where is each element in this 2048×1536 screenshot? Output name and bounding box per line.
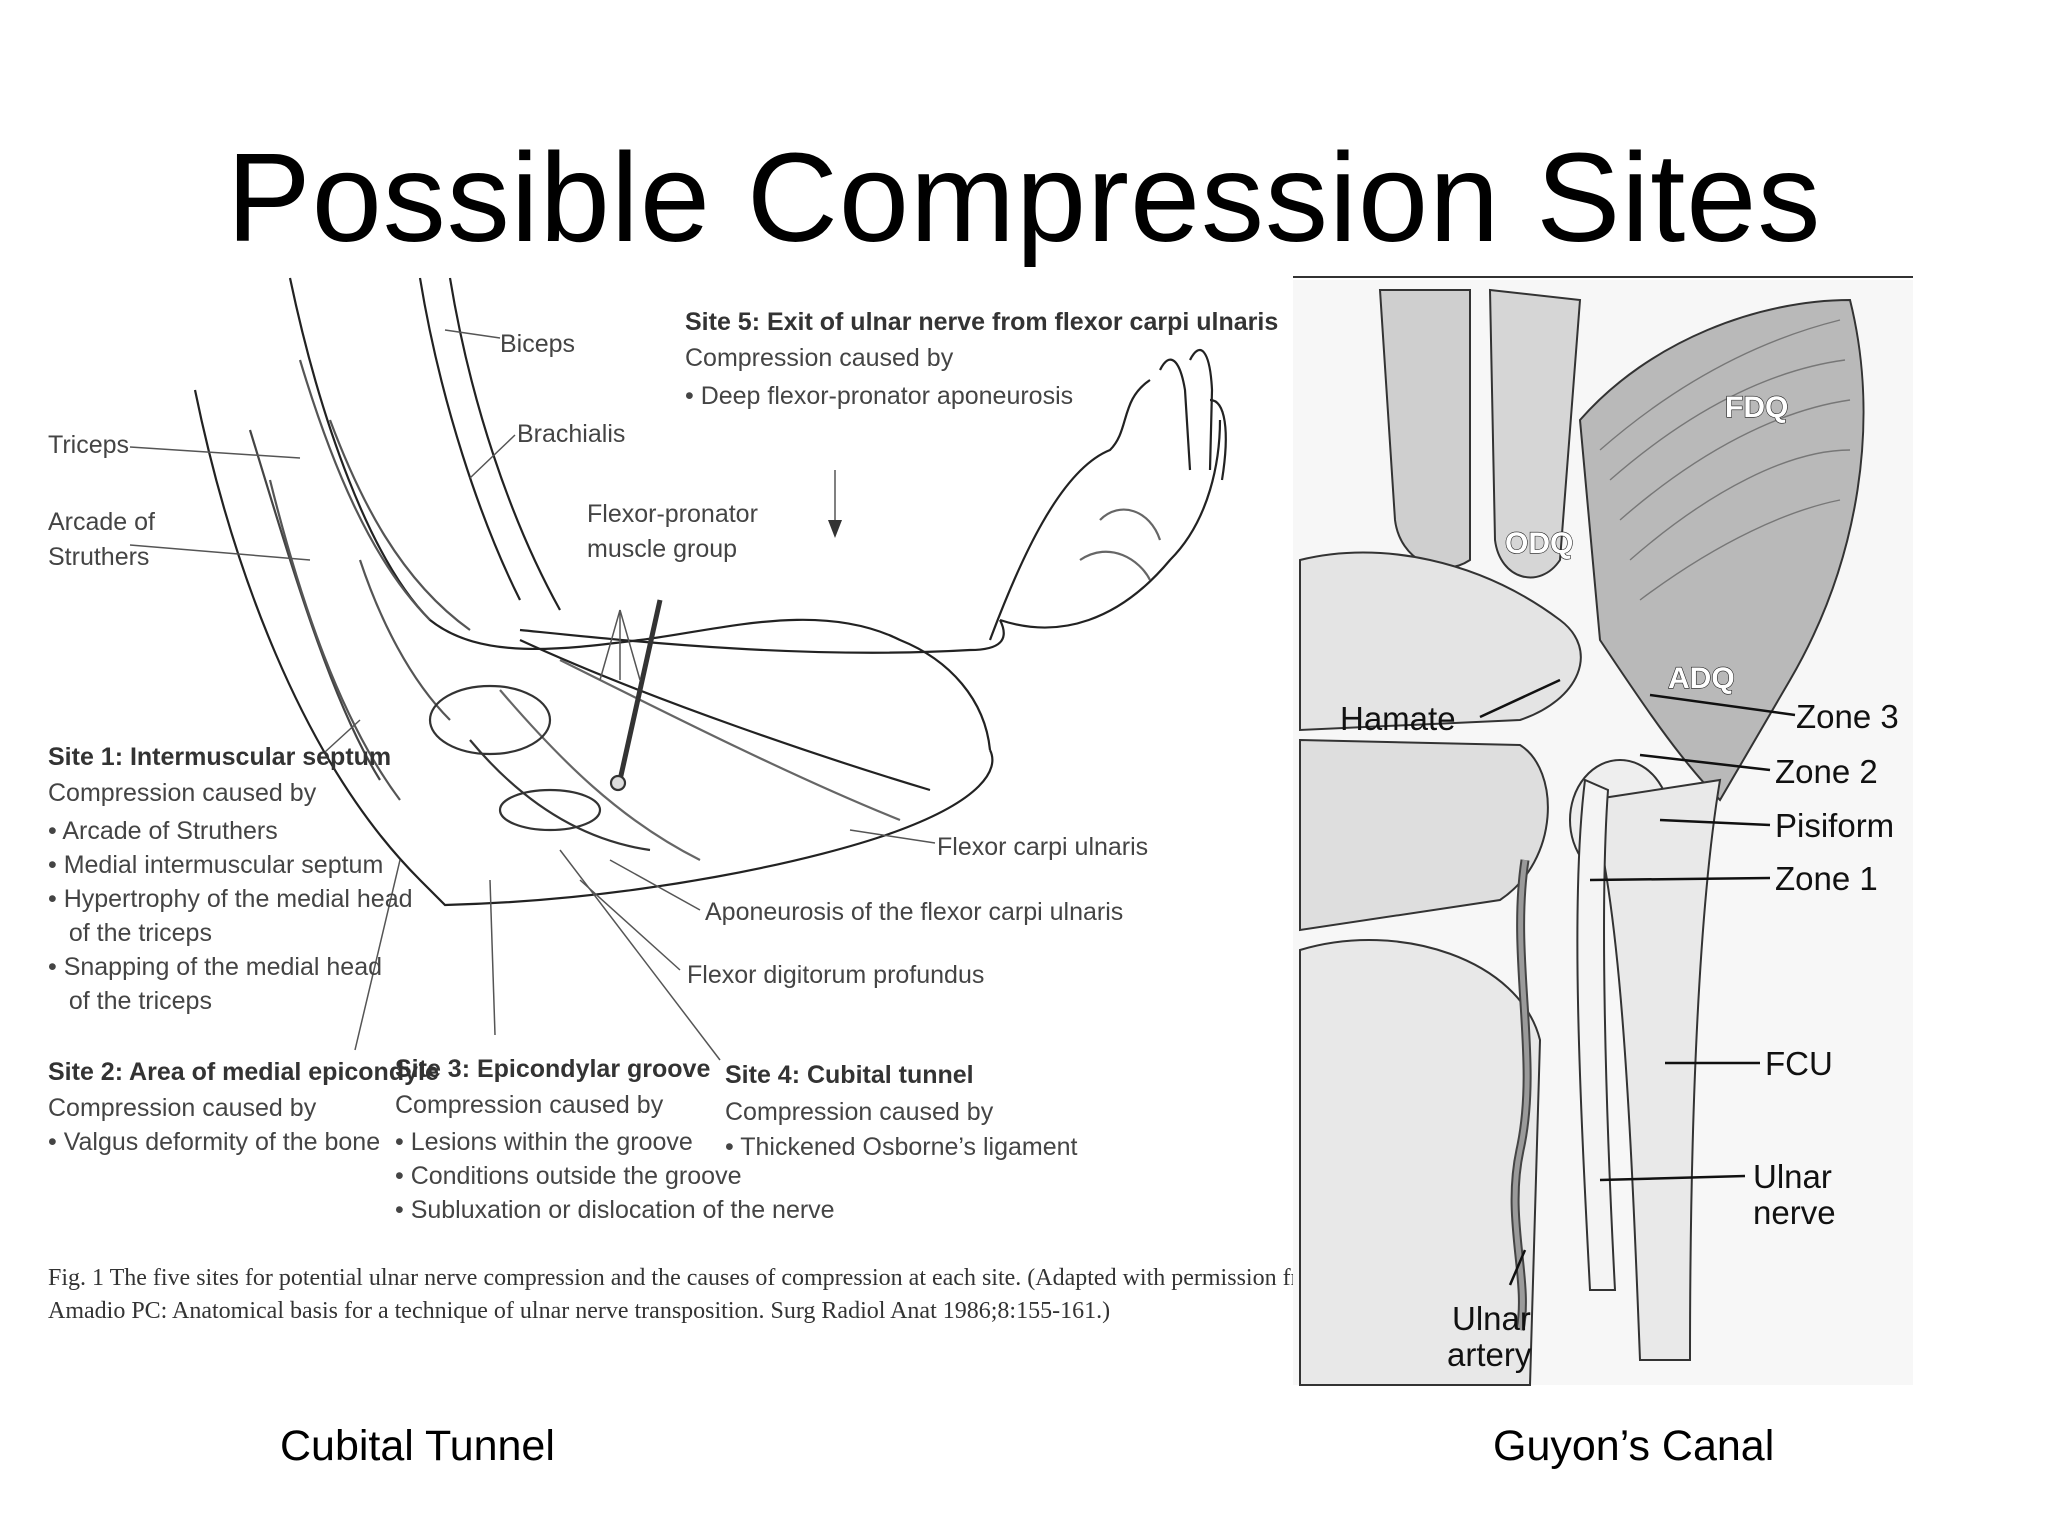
label-flexor-digitorum-profundus: Flexor digitorum profundus xyxy=(687,961,984,989)
site5-arrow-icon xyxy=(828,520,842,538)
caption-cubital-tunnel: Cubital Tunnel xyxy=(280,1422,555,1470)
site4-item: • Thickened Osborne’s ligament xyxy=(725,1133,1078,1161)
caption-guyons-canal: Guyon’s Canal xyxy=(1493,1422,1775,1470)
site4-title: Site 4: Cubital tunnel xyxy=(725,1061,974,1089)
label-hamate: Hamate xyxy=(1340,700,1456,737)
site1-sub: Compression caused by xyxy=(48,779,317,807)
elbow-leader-lines xyxy=(129,329,936,1061)
site3-sub: Compression caused by xyxy=(395,1091,664,1119)
site3-item: • Conditions outside the groove xyxy=(395,1162,741,1190)
site1-block: Site 1: Intermuscular septum Compression… xyxy=(48,743,413,1015)
label-triceps: Triceps xyxy=(48,431,129,459)
label-zone2: Zone 2 xyxy=(1775,753,1878,790)
label-pisiform: Pisiform xyxy=(1775,807,1894,844)
site5-block: Site 5: Exit of ulnar nerve from flexor … xyxy=(685,308,1278,410)
figure-caption-line1: Fig. 1 The five sites for potential ulna… xyxy=(48,1265,1330,1291)
slide-title: Possible Compression Sites xyxy=(226,127,1822,268)
label-adq: ADQ xyxy=(1668,662,1735,695)
site3-item: • Subluxation or dislocation of the nerv… xyxy=(395,1196,835,1224)
label-ulnar-artery-line2: artery xyxy=(1447,1336,1532,1373)
site4-sub: Compression caused by xyxy=(725,1098,994,1126)
elbow-arm-drawing xyxy=(193,277,1227,907)
label-biceps: Biceps xyxy=(500,330,575,358)
site5-title: Site 5: Exit of ulnar nerve from flexor … xyxy=(685,308,1278,336)
label-ulnar-nerve-line2: nerve xyxy=(1753,1194,1836,1231)
site2-sub: Compression caused by xyxy=(48,1094,317,1122)
site1-item: • Hypertrophy of the medial head xyxy=(48,885,413,913)
label-aponeurosis-fcu: Aponeurosis of the flexor carpi ulnaris xyxy=(705,898,1123,926)
label-arcade-line1: Arcade of xyxy=(48,508,155,536)
label-brachialis: Brachialis xyxy=(517,420,625,448)
label-zone3: Zone 3 xyxy=(1796,698,1899,735)
site1-title: Site 1: Intermuscular septum xyxy=(48,743,391,771)
site5-sub: Compression caused by xyxy=(685,344,954,372)
label-odq: ODQ xyxy=(1505,527,1573,560)
label-flexor-pronator-line1: Flexor-pronator xyxy=(587,500,758,528)
label-fdq: FDQ xyxy=(1725,391,1788,424)
site1-item: • Arcade of Struthers xyxy=(48,817,278,845)
label-ulnar-nerve-line1: Ulnar xyxy=(1753,1158,1832,1195)
label-flexor-carpi-ulnaris: Flexor carpi ulnaris xyxy=(937,833,1148,861)
site3-title: Site 3: Epicondylar groove xyxy=(395,1055,710,1083)
label-fcu: FCU xyxy=(1765,1045,1833,1082)
label-flexor-pronator-line2: muscle group xyxy=(587,535,737,563)
wrist-illustration xyxy=(1299,288,1865,1386)
site5-item: • Deep flexor-pronator aponeurosis xyxy=(685,382,1073,410)
label-arcade-line2: Struthers xyxy=(48,543,149,571)
site1-item: • Snapping of the medial head xyxy=(48,953,382,981)
label-ulnar-artery-line1: Ulnar xyxy=(1452,1300,1531,1337)
wrist-leader-lines xyxy=(1479,678,1796,1286)
site2-item: • Valgus deformity of the bone xyxy=(48,1128,380,1156)
site1-item: • Medial intermuscular septum xyxy=(48,851,383,879)
site2-block: Site 2: Area of medial epicondyle Compre… xyxy=(48,1058,439,1156)
site2-title: Site 2: Area of medial epicondyle xyxy=(48,1058,439,1086)
site3-item: • Lesions within the groove xyxy=(395,1128,693,1156)
site1-item: of the triceps xyxy=(48,987,212,1015)
figure-caption-line2: Amadio PC: Anatomical basis for a techni… xyxy=(48,1298,1110,1324)
site4-block: Site 4: Cubital tunnel Compression cause… xyxy=(725,1061,1078,1161)
site1-item: of the triceps xyxy=(48,919,212,947)
label-zone1: Zone 1 xyxy=(1775,860,1878,897)
site3-block: Site 3: Epicondylar groove Compression c… xyxy=(395,1055,835,1224)
